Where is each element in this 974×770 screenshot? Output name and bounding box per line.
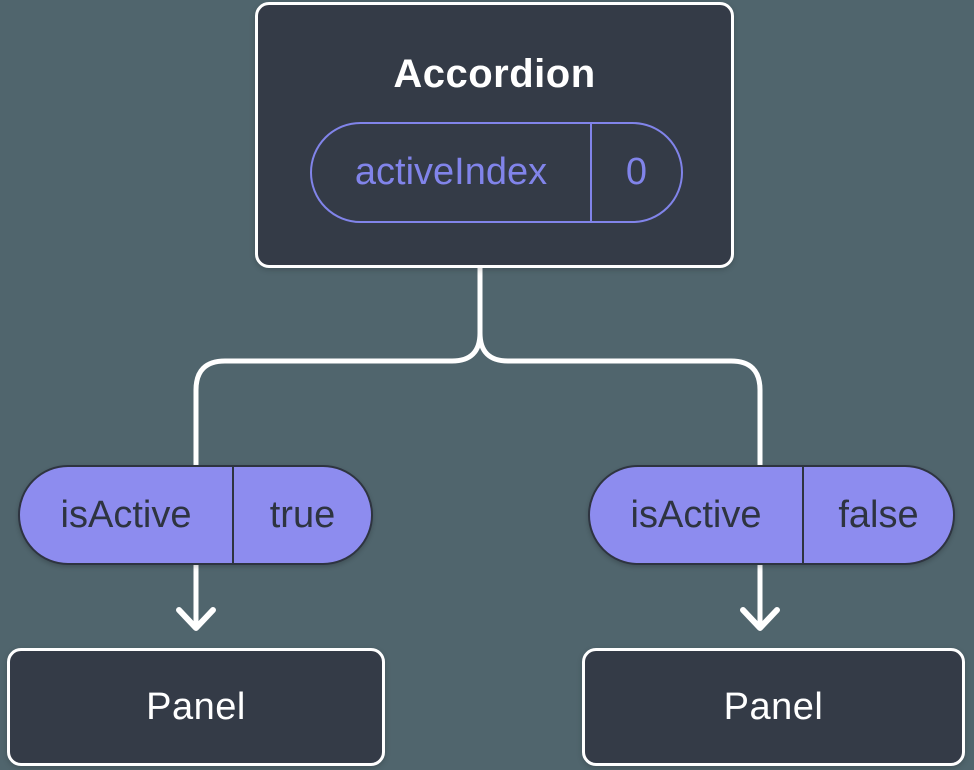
arrowhead-right-icon: [740, 607, 780, 631]
panel-node-left: Panel: [7, 648, 385, 766]
state-pill-value: 0: [625, 151, 648, 193]
panel-node-right: Panel: [582, 648, 965, 766]
panel-left-title: Panel: [146, 685, 246, 728]
prop-pill-right: isActive false: [588, 465, 955, 565]
state-pill-name: activeIndex: [312, 124, 592, 221]
arrowhead-left-icon: [176, 607, 216, 631]
panel-right-title: Panel: [723, 685, 824, 728]
prop-pill-right-value: false: [838, 493, 919, 536]
prop-pill-right-name: isActive: [590, 467, 804, 563]
prop-pill-left-value: true: [269, 493, 336, 536]
accordion-title: Accordion: [393, 52, 596, 96]
connector-left-branch: [193, 264, 483, 627]
state-pill: activeIndex 0: [310, 122, 683, 223]
connector-right-branch: [477, 264, 763, 627]
prop-pill-left-name: isActive: [20, 467, 234, 563]
prop-pill-left: isActive true: [18, 465, 373, 565]
accordion-node: Accordion activeIndex 0: [255, 2, 734, 268]
